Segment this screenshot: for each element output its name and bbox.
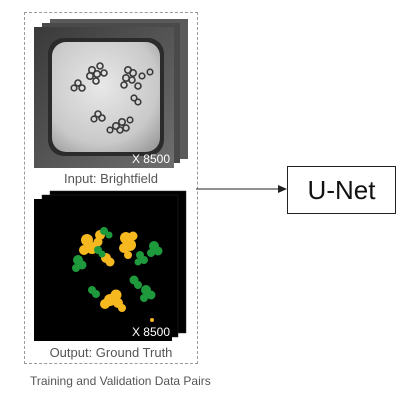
unet-label: U-Net	[307, 174, 376, 205]
output-caption: Output: Ground Truth	[49, 345, 173, 360]
mask-class-b-blobs	[72, 227, 163, 302]
arrow-to-model	[196, 185, 287, 193]
ground-truth-mask-stack: X 8500	[34, 190, 187, 341]
unet-model-box: U-Net	[287, 166, 396, 214]
ground-truth-mask	[34, 199, 172, 341]
arrow-head-icon	[278, 185, 287, 193]
cell-rings	[70, 62, 154, 134]
output-count-label: X 8500	[132, 325, 170, 339]
well-interior	[52, 42, 160, 152]
input-count-label: X 8500	[132, 152, 170, 166]
brightfield-image-stack: X 8500	[34, 19, 188, 168]
pairs-caption: Training and Validation Data Pairs	[30, 374, 211, 388]
data-pairs-frame	[24, 12, 198, 364]
input-caption: Input: Brightfield	[64, 171, 158, 186]
